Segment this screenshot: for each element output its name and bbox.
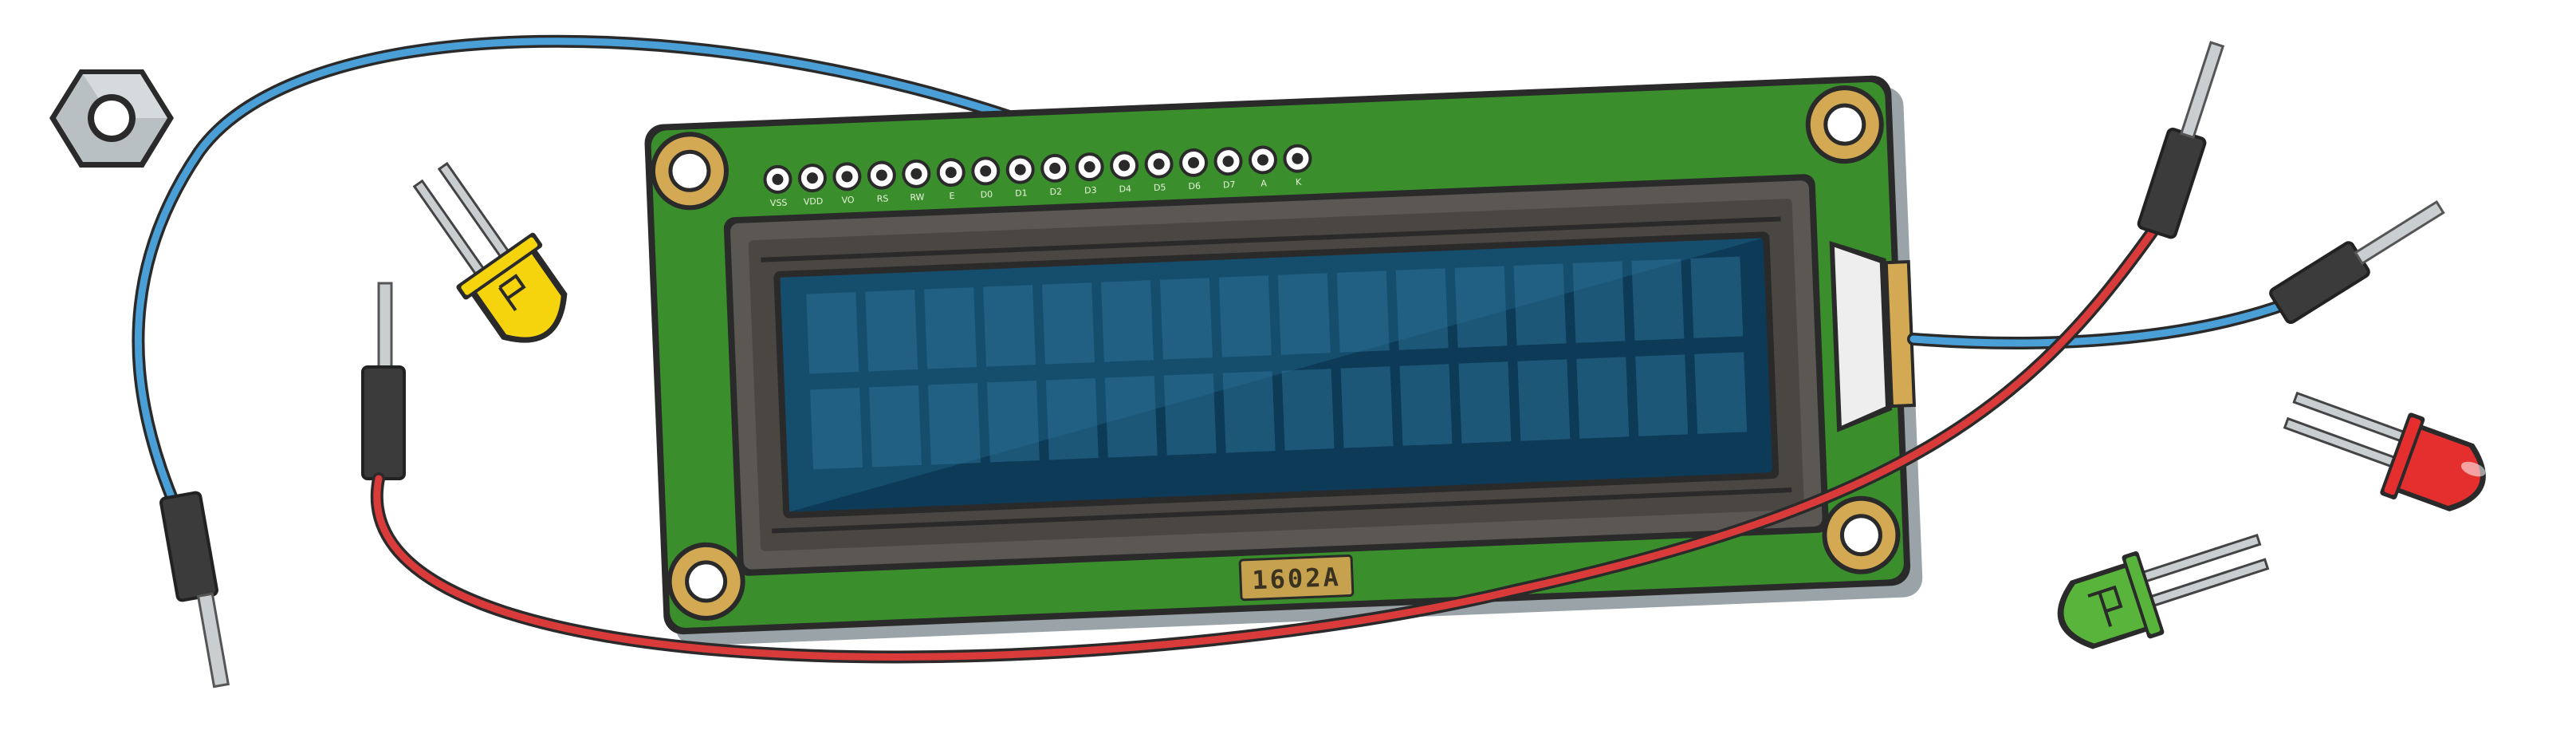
mount-hole-bottom-left xyxy=(667,542,745,621)
character-cell xyxy=(1513,263,1567,345)
green-led xyxy=(2057,533,2270,649)
pin-d1: D1 xyxy=(1005,155,1035,199)
character-cell xyxy=(1517,359,1571,441)
jumper-pin-left xyxy=(361,282,406,480)
pin-label: VO xyxy=(841,195,855,206)
pin-e: E xyxy=(936,158,966,201)
character-cell xyxy=(1100,280,1154,362)
blue-wire-left xyxy=(132,34,1059,565)
pin-label: D5 xyxy=(1154,182,1166,193)
character-cell xyxy=(1281,369,1335,451)
character-cell xyxy=(983,285,1036,367)
pin-label: E xyxy=(949,191,955,201)
model-label: 1602A xyxy=(1238,554,1355,602)
mount-hole-top-right xyxy=(1805,85,1884,164)
character-cell xyxy=(806,292,859,374)
pin-label: D3 xyxy=(1084,185,1097,196)
character-cell xyxy=(1395,268,1449,350)
pin-label: K xyxy=(1296,177,1303,187)
pin-label: RW xyxy=(910,192,925,203)
pin-label: D1 xyxy=(1015,187,1028,199)
character-cell xyxy=(1690,256,1744,338)
pin-a: A xyxy=(1248,145,1277,189)
character-cell xyxy=(1458,361,1512,444)
pin-vdd: VDD xyxy=(797,164,827,207)
lcd-module: VSS VDD VO RS RW E D0 D1 D2 D3 D4 D5 D6 D7 A K xyxy=(644,75,1923,646)
character-cell xyxy=(927,383,981,465)
character-cell xyxy=(1045,378,1099,460)
character-cell xyxy=(1572,261,1626,343)
character-cell xyxy=(924,287,977,369)
pin-label: D2 xyxy=(1049,187,1062,198)
character-cell xyxy=(1277,273,1331,355)
mount-hole-bottom-right xyxy=(1822,495,1901,574)
pin-label: D7 xyxy=(1223,180,1236,191)
character-cell xyxy=(1576,357,1630,439)
character-cell xyxy=(810,387,863,470)
red-led xyxy=(2283,391,2486,511)
character-cell xyxy=(869,385,922,468)
character-cell xyxy=(1635,354,1689,436)
character-cell xyxy=(1218,275,1272,357)
character-cell xyxy=(1163,373,1217,456)
backlight-connector xyxy=(1829,241,1917,432)
pin-d0: D0 xyxy=(971,156,1001,200)
model-label-text: 1602A xyxy=(1252,562,1342,595)
character-cell xyxy=(1399,364,1453,446)
pin-rw: RW xyxy=(902,159,931,203)
pin-rs: RS xyxy=(867,160,896,204)
character-cell xyxy=(1222,371,1276,453)
character-cell xyxy=(1340,366,1394,448)
jumper-connector-right-red xyxy=(2137,41,2225,239)
pin-header: VSS VDD VO RS RW E D0 D1 D2 D3 D4 D5 D6 D7 A K xyxy=(763,144,1312,208)
blue-wire-right xyxy=(1907,297,2295,349)
character-cell xyxy=(1336,270,1390,353)
character-cell xyxy=(1042,282,1095,365)
pin-d3: D3 xyxy=(1075,152,1104,196)
jumper-connector-right-blue xyxy=(2269,199,2445,325)
character-cell xyxy=(865,290,918,372)
pin-k: K xyxy=(1283,144,1312,187)
pin-label: RS xyxy=(876,193,888,204)
pin-d4: D4 xyxy=(1110,151,1139,195)
pin-d2: D2 xyxy=(1040,153,1070,198)
pin-label: A xyxy=(1260,178,1268,188)
pin-d6: D6 xyxy=(1179,148,1209,192)
red-wire xyxy=(370,225,2159,664)
character-cell xyxy=(1159,278,1213,360)
pin-label: D4 xyxy=(1119,183,1131,195)
character-cell xyxy=(1631,258,1685,341)
character-grid xyxy=(806,256,1748,470)
pin-vo: VO xyxy=(832,162,862,206)
pin-vss: VSS xyxy=(763,164,792,208)
pin-label: VSS xyxy=(770,197,788,208)
pin-d7: D7 xyxy=(1213,147,1243,191)
yellow-led xyxy=(412,161,568,343)
mount-hole-top-left xyxy=(650,132,729,211)
character-cell xyxy=(1104,376,1158,458)
character-cell xyxy=(986,381,1040,463)
pin-label: D0 xyxy=(980,189,993,200)
pin-label: VDD xyxy=(804,196,824,207)
jumper-connector-left xyxy=(159,491,230,689)
lcd-screen xyxy=(773,231,1780,519)
pin-label: D6 xyxy=(1188,181,1201,192)
character-cell xyxy=(1454,266,1508,348)
pin-d5: D5 xyxy=(1144,149,1174,193)
character-cell xyxy=(1694,352,1748,434)
hex-nut xyxy=(49,69,174,168)
